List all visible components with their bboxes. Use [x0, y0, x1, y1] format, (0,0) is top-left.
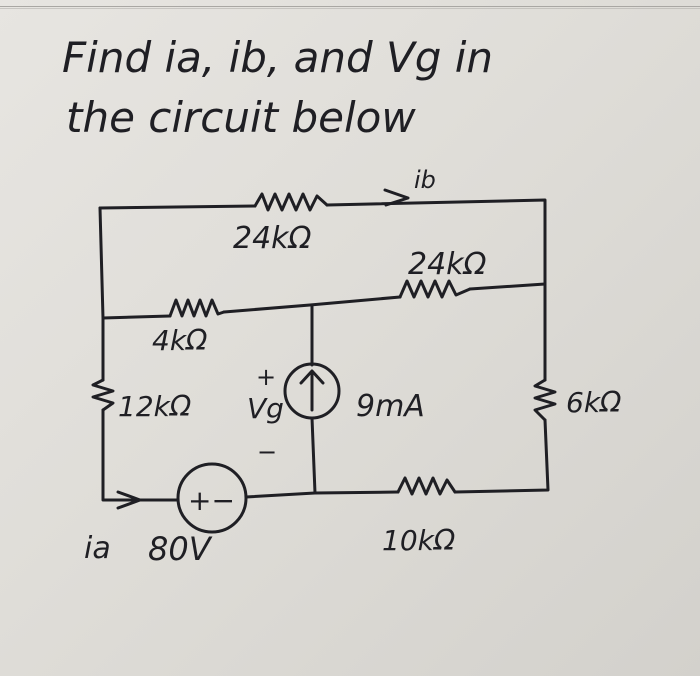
left-upper-resistor-label: 4kΩ — [152, 324, 208, 357]
vg-plus-sign: + — [256, 363, 276, 391]
problem-line-1: Find ia, ib, and Vg in — [62, 33, 493, 82]
right-upper-resistor-label: 24kΩ — [408, 247, 487, 282]
ib-label: ib — [414, 166, 436, 194]
current-source-arrow — [299, 369, 325, 412]
right-resistor — [533, 378, 557, 422]
right-resistor-label: 6kΩ — [566, 386, 622, 419]
vg-label: Vg — [247, 392, 284, 425]
left-resistor — [91, 378, 115, 412]
middle-wire — [101, 282, 547, 320]
paper-top-edge-shadow — [0, 8, 700, 9]
bottom-middle-wire — [244, 491, 317, 499]
left-resistor-label: 12kΩ — [118, 390, 192, 423]
left-upper-resistor — [168, 298, 226, 318]
current-source-label: 9mA — [356, 389, 425, 424]
right-upper-resistor — [398, 279, 472, 299]
top-resistor-label: 24kΩ — [233, 221, 312, 256]
problem-line-2: the circuit below — [66, 93, 416, 142]
top-wire — [98, 198, 547, 286]
bottom-resistor — [396, 476, 457, 496]
voltage-source — [176, 462, 248, 534]
bottom-resistor-label: 10kΩ — [382, 524, 456, 557]
voltage-source-label: 80V — [148, 530, 213, 568]
voltage-source-sign: +− — [188, 484, 235, 517]
paper-top-edge — [0, 6, 700, 7]
right-bottom-wire — [313, 282, 550, 495]
vg-minus-sign: − — [257, 438, 277, 466]
ib-arrow — [383, 188, 410, 207]
left-wire — [101, 316, 180, 502]
left-top-wire — [98, 206, 105, 320]
ia-label: ia — [84, 531, 111, 566]
top-resistor — [253, 192, 329, 212]
center-wire — [310, 303, 317, 495]
ia-arrow — [116, 490, 142, 510]
current-source — [283, 362, 341, 420]
